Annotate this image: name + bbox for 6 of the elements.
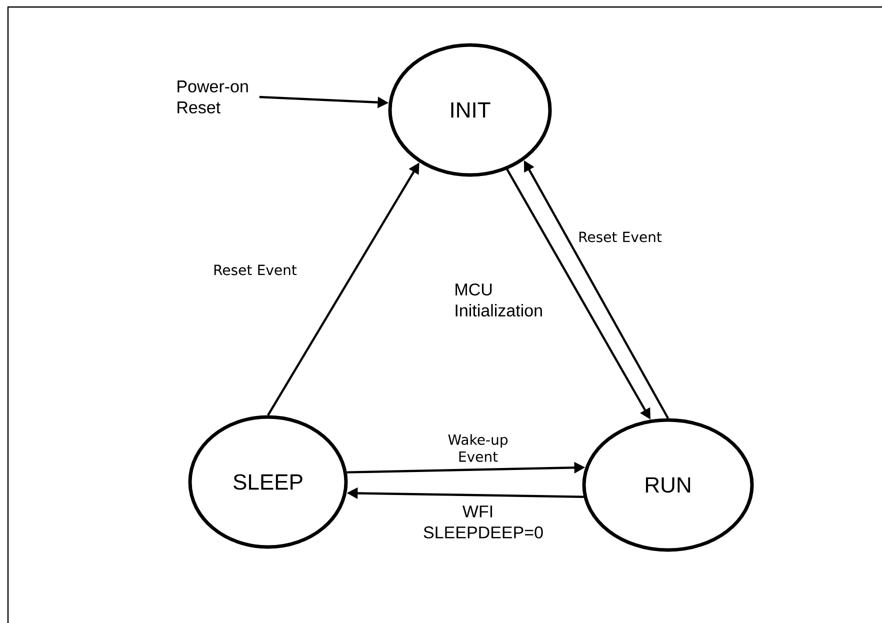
edge-label: Wake-up Event [448, 434, 508, 462]
edge-label: Reset Event [579, 232, 662, 242]
edge-label: MCU Initialization [456, 283, 542, 317]
edge-label: Reset Event [214, 264, 297, 276]
bare-text: Power-on Reset [178, 80, 248, 114]
edge-label: WFI SLEEPDEEP=0 [424, 506, 543, 538]
